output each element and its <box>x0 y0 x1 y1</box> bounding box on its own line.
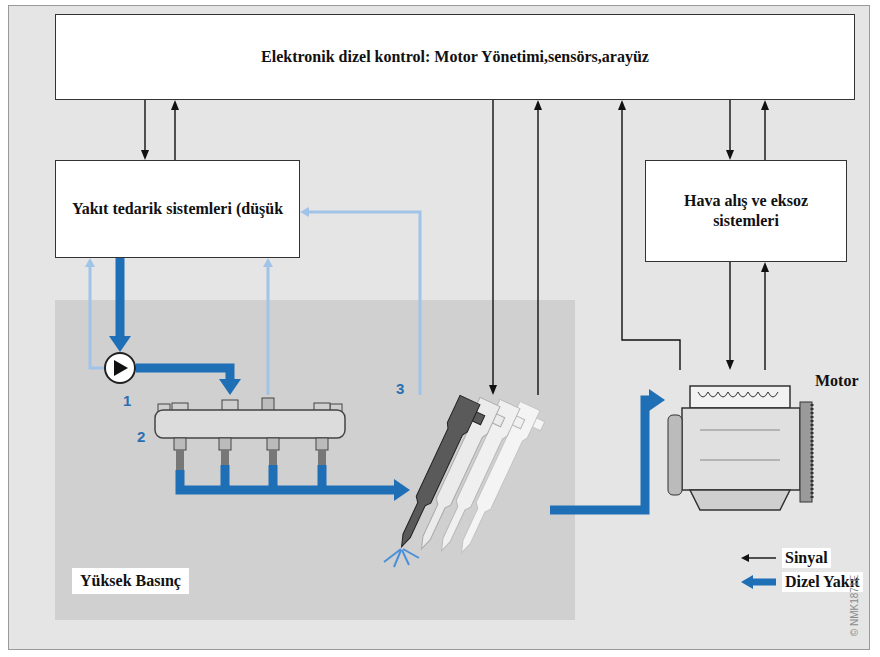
rail-illustration <box>219 438 231 450</box>
signal-arrow <box>144 100 145 150</box>
rail-illustration <box>221 450 229 465</box>
region-label: Yüksek Basınç <box>72 568 189 594</box>
return-line <box>267 267 270 395</box>
signal-arrow <box>537 110 538 395</box>
injector-illustration <box>392 395 489 555</box>
legend-row: Dizel Yakıt <box>738 572 863 592</box>
legend-sample <box>738 574 778 590</box>
legend-sample <box>749 557 776 558</box>
return-line <box>90 267 104 368</box>
supply-box: Yakıt tedarik sistemleri (düşük <box>55 160 300 258</box>
signal-arrow <box>492 100 493 385</box>
rail-illustration <box>318 450 326 465</box>
engine-illustration <box>700 460 780 461</box>
legend-row: Sinyal <box>738 548 831 568</box>
watermark: © NMK1871E <box>849 575 860 636</box>
rail-illustration <box>176 450 184 470</box>
engine-illustration <box>668 415 682 495</box>
callout-number: 3 <box>396 380 404 397</box>
signal-arrow <box>729 262 730 360</box>
injector-illustration <box>384 395 548 567</box>
rail-illustration <box>174 438 186 450</box>
pump-symbol <box>114 360 128 376</box>
rail-illustration <box>269 450 277 465</box>
engine-illustration <box>682 408 800 490</box>
return-line <box>309 212 420 395</box>
engine-node: Motor <box>665 370 815 515</box>
legend-sample <box>741 575 753 589</box>
fuel-arrow <box>116 258 125 336</box>
legend-sample <box>738 550 778 566</box>
fuel-arrow <box>550 400 649 510</box>
callout-number: 1 <box>123 392 131 409</box>
box-text: Hava alış ve eksoz sistemleri <box>656 191 836 231</box>
rail-illustration <box>267 438 279 450</box>
fuel-arrow <box>136 368 230 379</box>
injector-illustration <box>384 549 419 567</box>
signal-arrow <box>174 110 175 160</box>
rail-node: 2 <box>150 395 350 470</box>
box-text: Elektronik dizel kontrol: Motor Yönetimi… <box>261 47 649 67</box>
legend-sample <box>752 579 776 586</box>
injector-illustration <box>394 550 401 567</box>
pump-symbol <box>105 353 135 383</box>
fuel-arrow <box>180 470 394 490</box>
engine-label: Motor <box>815 372 859 390</box>
pump-symbol <box>105 353 135 383</box>
engine-illustration <box>690 386 790 408</box>
engine-illustration <box>698 392 778 397</box>
legend-sample <box>741 554 749 562</box>
engine-illustration <box>690 490 790 510</box>
signal-arrow <box>729 100 730 150</box>
rail-illustration <box>155 410 345 438</box>
rail-illustration <box>155 398 345 470</box>
injector-illustration <box>403 549 419 558</box>
callout-number: 2 <box>137 428 145 445</box>
box-text: Yakıt tedarik sistemleri (düşük <box>72 199 283 219</box>
engine-illustration <box>811 404 814 500</box>
high-pressure-area <box>55 300 575 620</box>
signal-arrow <box>764 272 765 370</box>
signal-arrow <box>764 110 765 160</box>
pump-node: 1 <box>104 352 136 384</box>
control-box: Elektronik dizel kontrol: Motor Yönetimi… <box>55 14 855 100</box>
engine-illustration <box>700 430 780 431</box>
high-pressure-region: Yüksek Basınç123 <box>55 300 575 620</box>
engine-illustration <box>668 386 812 510</box>
air-exhaust-box: Hava alış ve eksoz sistemleri <box>645 160 847 262</box>
rail-illustration <box>262 398 274 411</box>
injector-node: 3 <box>410 395 550 575</box>
engine-illustration <box>800 402 812 502</box>
legend-text: Sinyal <box>782 548 831 568</box>
rail-illustration <box>316 438 328 450</box>
